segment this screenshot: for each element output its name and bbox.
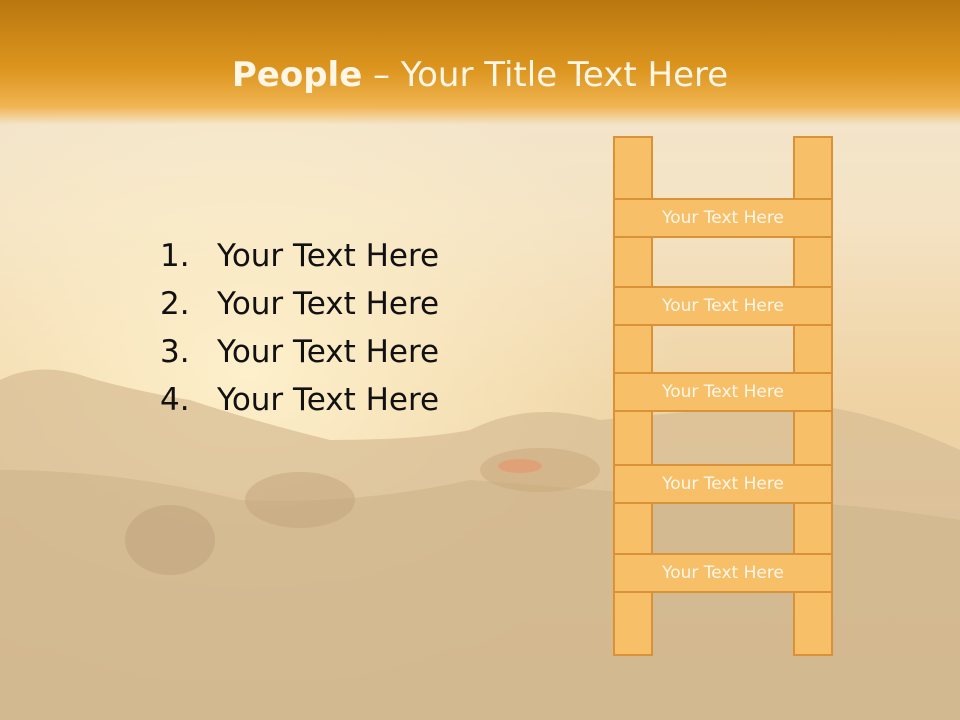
ladder-rung-4: Your Text Here [613,464,833,504]
list-number: 3. [160,334,190,370]
list-text: Your Text Here [217,238,440,274]
title-rest: – Your Title Text Here [362,55,729,95]
title-bold: People [231,55,363,95]
list-item: 4. Your Text Here [160,376,439,424]
numbered-list: 1. Your Text Here 2. Your Text Here 3. Your… [160,232,439,424]
ladder-rung-2: Your Text Here [613,286,833,326]
ladder-rung-1: Your Text Here [613,198,833,238]
list-text: Your Text Here [217,382,440,418]
list-text: Your Text Here [217,286,440,322]
list-item: 3. Your Text Here [160,328,439,376]
ladder-rung-3: Your Text Here [613,372,833,412]
ladder-rung-5: Your Text Here [613,553,833,593]
slide-title: People – Your Title Text Here [0,52,960,98]
list-item: 1. Your Text Here [160,232,439,280]
list-number: 4. [160,382,190,418]
title-bar [0,0,960,125]
list-number: 2. [160,286,190,322]
list-number: 1. [160,238,190,274]
list-text: Your Text Here [217,334,440,370]
list-item: 2. Your Text Here [160,280,439,328]
